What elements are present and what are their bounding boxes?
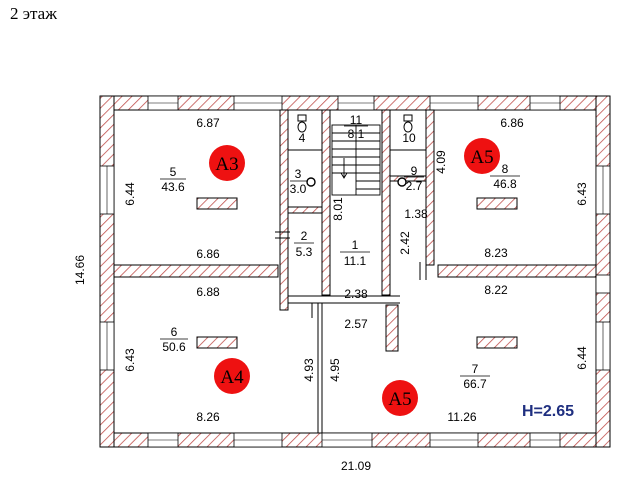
staircase — [331, 124, 381, 196]
dim-r9-height: 4.09 — [434, 150, 448, 174]
marker-label: A5 — [388, 389, 411, 410]
dim-stair-depth: 8.01 — [331, 197, 345, 221]
room-10: 10 — [402, 131, 416, 145]
sink-icon — [306, 177, 407, 187]
dim-corr-depth-a: 4.93 — [302, 358, 316, 382]
dim-r5-bottom: 6.86 — [196, 247, 220, 261]
room-area: 2.7 — [406, 179, 423, 193]
marker-a4: A4 — [214, 358, 250, 394]
room-number: 6 — [171, 325, 178, 339]
room-area: 43.6 — [161, 180, 185, 194]
dim-r8-bottom: 8.23 — [484, 246, 508, 260]
dim-corr-depth-b: 4.95 — [328, 358, 342, 382]
dimensions: 6.87 6.44 6.86 6.86 6.43 8.23 1.38 4.09 … — [73, 116, 589, 473]
dim-overall-width: 21.09 — [341, 459, 371, 473]
dim-overall-depth: 14.66 — [73, 255, 87, 285]
marker-label: A3 — [215, 154, 238, 175]
ceiling-height-label: H=2.65 — [522, 403, 574, 420]
room-number: 8 — [502, 162, 509, 176]
dim-r5-side: 6.44 — [123, 182, 137, 206]
dim-r6-side: 6.43 — [123, 348, 137, 372]
toilet-icon — [297, 114, 413, 133]
room-number: 1 — [352, 238, 359, 252]
room-number: 11 — [350, 113, 363, 127]
room-area: 46.8 — [493, 177, 517, 191]
room-area: 5.3 — [296, 245, 313, 259]
room-8: 8 46.8 — [490, 162, 520, 191]
dim-r6-bottom: 8.26 — [196, 410, 220, 424]
dim-corr-width: 2.38 — [344, 287, 368, 301]
room-area: 50.6 — [162, 340, 186, 354]
room-number: 4 — [299, 131, 306, 145]
room-6: 6 50.6 — [160, 325, 188, 354]
room-9: 9 2.7 — [404, 164, 424, 193]
dim-corr-lower: 2.57 — [344, 317, 368, 331]
dim-r7-top: 8.22 — [484, 283, 508, 297]
room-4: 4 — [299, 131, 306, 145]
room-area: 66.7 — [463, 377, 487, 391]
room-number: 10 — [402, 131, 416, 145]
dim-hall-depth: 2.42 — [398, 231, 412, 255]
dim-r5-top: 6.87 — [196, 116, 220, 130]
room-number: 2 — [301, 229, 308, 243]
marker-a3: A3 — [209, 145, 245, 181]
corridor-lines — [275, 149, 427, 433]
dim-r6-top: 6.88 — [196, 285, 220, 299]
room-7: 7 66.7 — [460, 362, 490, 391]
room-area: 8.1 — [348, 127, 365, 141]
room-number: 3 — [295, 167, 302, 181]
dim-r8-side: 6.43 — [575, 182, 589, 206]
interior-walls — [113, 109, 597, 352]
room-area: 11.1 — [344, 254, 367, 268]
dim-r9-width: 1.38 — [404, 207, 428, 221]
marker-label: A5 — [470, 147, 493, 168]
room-number: 7 — [472, 362, 479, 376]
marker-label: A4 — [220, 367, 244, 388]
dim-r7-side: 6.44 — [575, 346, 589, 370]
room-number: 5 — [170, 165, 177, 179]
room-5: 5 43.6 — [160, 165, 186, 194]
furniture — [196, 197, 518, 349]
marker-a5-top: A5 — [464, 138, 500, 174]
marker-a5-bottom: A5 — [382, 380, 418, 416]
dim-r8-top: 6.86 — [500, 116, 524, 130]
floor-title: 2 этаж — [10, 4, 57, 23]
room-number: 9 — [411, 164, 418, 178]
room-11: 11 8.1 — [344, 113, 368, 141]
dim-r7-bottom: 11.26 — [447, 410, 476, 424]
room-3: 3 3.0 — [290, 167, 308, 196]
room-1: 1 11.1 — [340, 238, 370, 268]
room-area: 3.0 — [290, 182, 307, 196]
room-2: 2 5.3 — [294, 229, 314, 259]
